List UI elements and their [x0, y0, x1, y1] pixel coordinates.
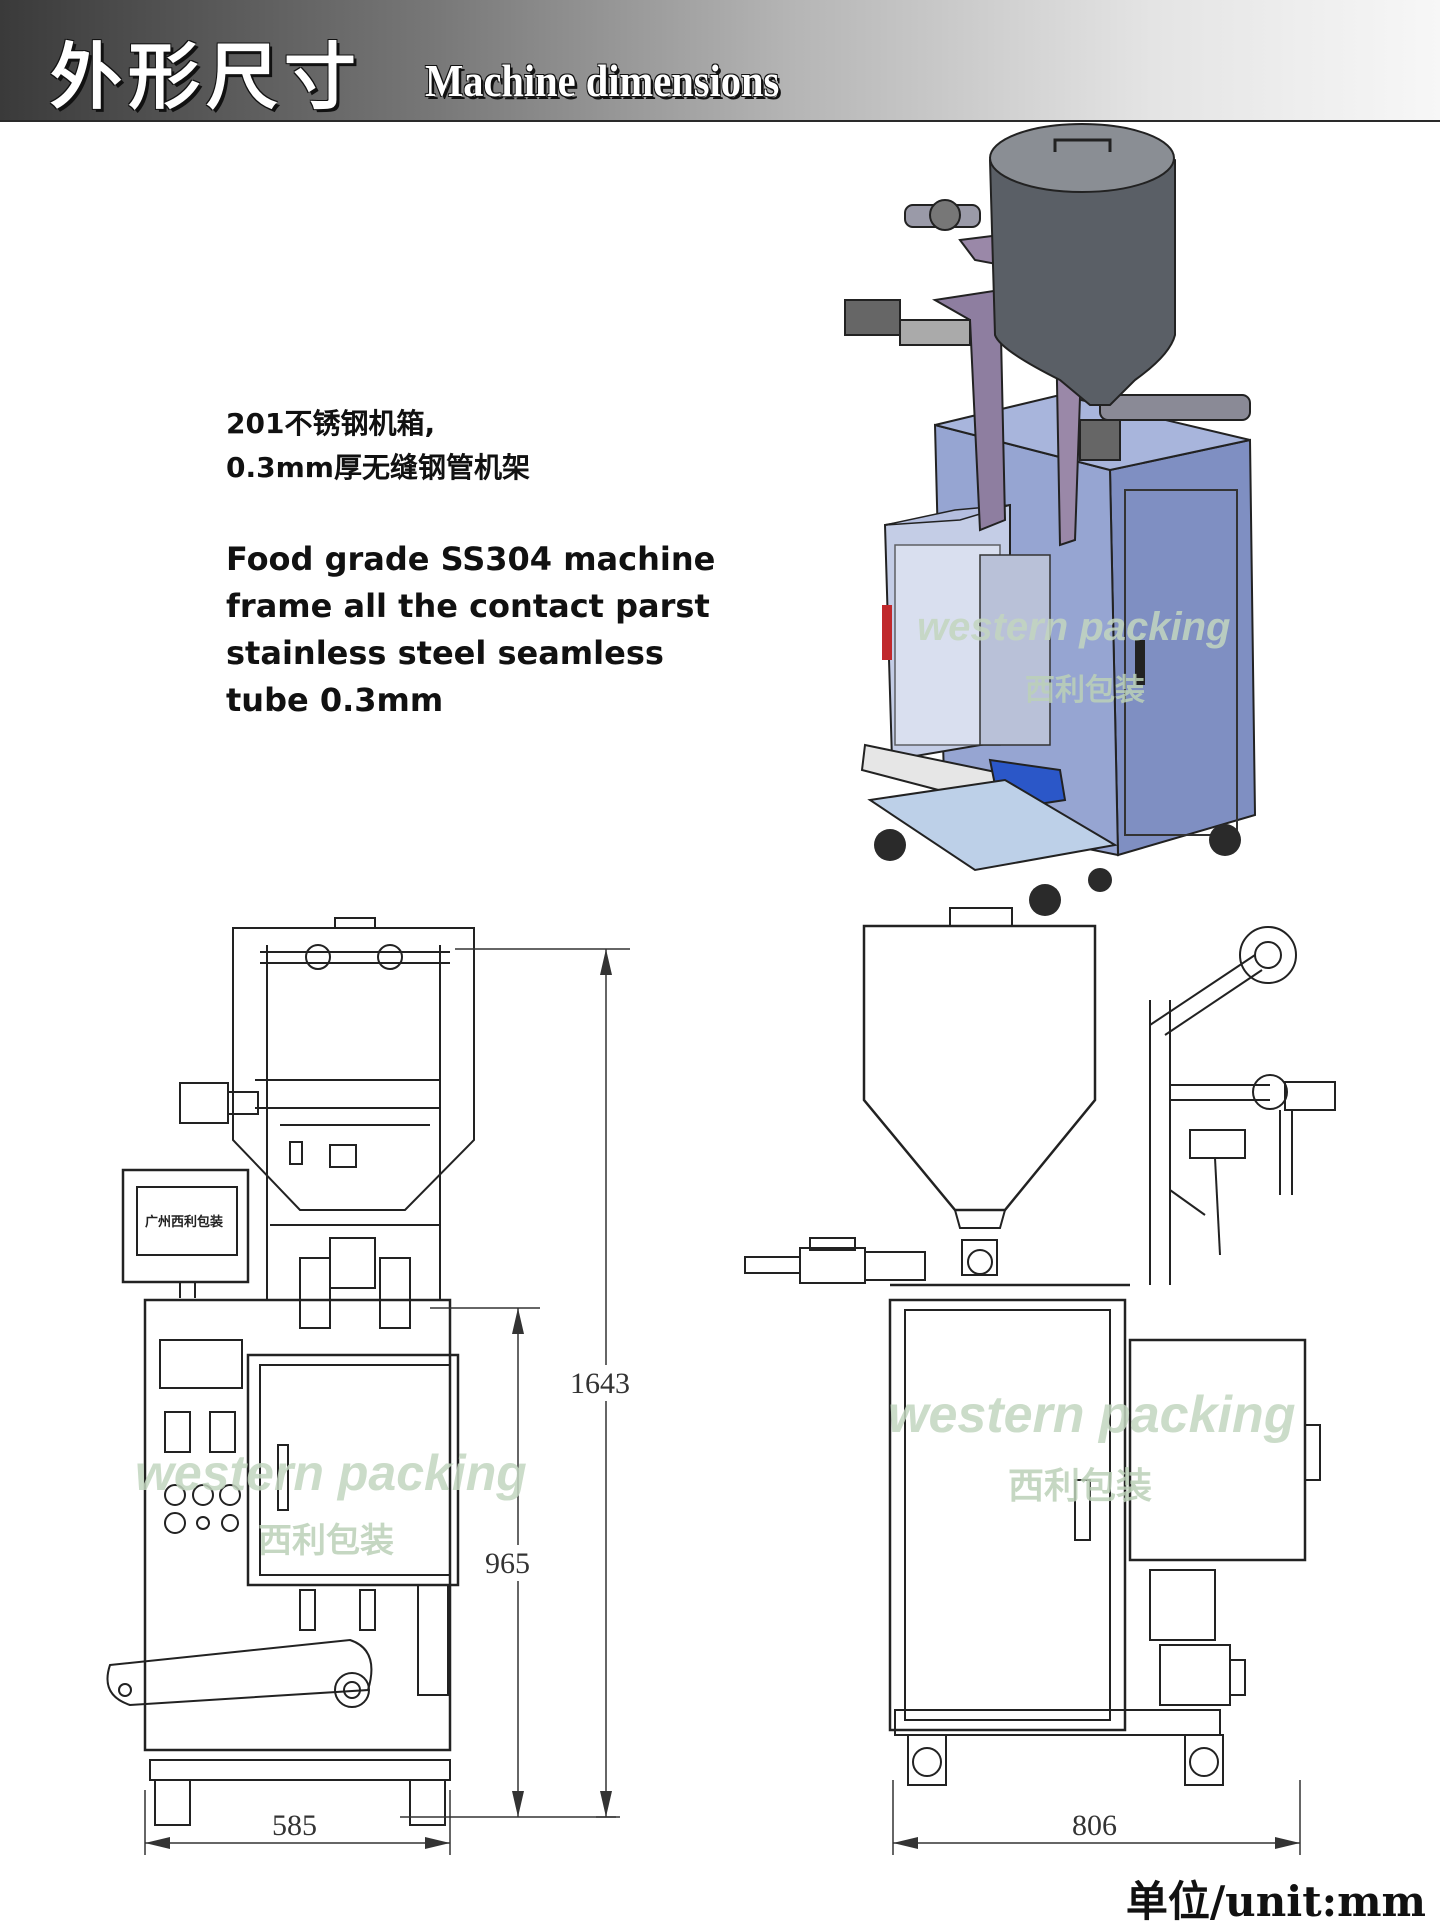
unit-label: 单位/unit:mm [1125, 1877, 1426, 1926]
description-en-line: Food grade SS304 machine [226, 540, 716, 578]
watermark-front-en: western packing [135, 1445, 527, 1501]
description-en-line: stainless steel seamless [226, 634, 664, 672]
watermark-front-cn: 西利包装 [258, 1521, 394, 1561]
side-view-drawing: western packing 西利包装 [744, 907, 1336, 1855]
dimension-side-width: 806 [1072, 1809, 1117, 1842]
description-en-line: frame all the contact parst [226, 587, 710, 625]
machine-3d-render: western packing 西利包装 [844, 123, 1257, 916]
dimension-front-width: 585 [272, 1809, 317, 1842]
touch-panel-label: 广州西利包装 [145, 1214, 223, 1230]
dimension-body-height: 965 [485, 1547, 530, 1580]
title-english: Machine dimensions [425, 55, 780, 106]
watermark-side-cn: 西利包装 [1008, 1466, 1152, 1507]
front-view-drawing: western packing 西利包装 广州西利包装 [106, 917, 644, 1855]
dimension-total-height: 1643 [570, 1367, 630, 1400]
title-chinese: 外形尺寸 [50, 35, 363, 119]
description-en-line: tube 0.3mm [226, 681, 444, 719]
description-cn-line: 0.3mm厚无缝钢管机架 [226, 451, 530, 484]
description-chinese: 201不锈钢机箱, 0.3mm厚无缝钢管机架 [226, 402, 530, 490]
watermark-3d-en: western packing [917, 605, 1230, 649]
description-cn-line: 201不锈钢机箱, [226, 407, 436, 440]
watermark-3d-cn: 西利包装 [1025, 673, 1145, 708]
watermark-side-en: western packing [888, 1386, 1295, 1444]
title-banner: 外形尺寸 Machine dimensions [0, 0, 1440, 122]
description-english: Food grade SS304 machine frame all the c… [226, 536, 715, 724]
